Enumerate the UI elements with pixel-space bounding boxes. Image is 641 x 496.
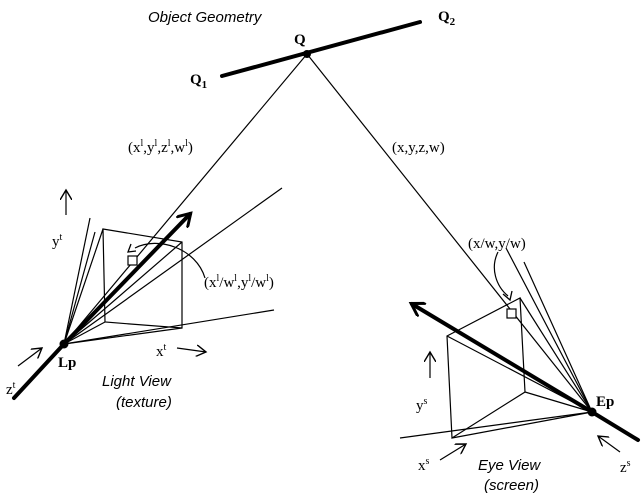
- label-zs: zs: [620, 458, 631, 476]
- object-segment: [220, 20, 422, 78]
- eye-frustum-edge: [524, 391, 593, 413]
- label-eye-view: Eye View: [478, 457, 541, 474]
- point-ep: [587, 407, 597, 417]
- label-ep: Ep: [596, 394, 614, 410]
- light-frustum-edge: [63, 241, 183, 345]
- zt-arrow: [17, 348, 42, 367]
- eye-z-axis: [590, 410, 640, 442]
- eye-homogeneous-coord: (x,y,z,w): [392, 140, 445, 156]
- ray-to-light: [63, 53, 308, 345]
- screen-sample-square: [506, 308, 517, 319]
- label-zt: zt: [6, 380, 16, 398]
- label-xt: xt: [156, 342, 167, 360]
- light-frustum-long: [63, 187, 283, 345]
- light-frustum-long: [63, 217, 91, 345]
- light-frustum-long: [63, 309, 275, 345]
- texture-plane: [102, 228, 183, 329]
- eye-proj-pointer: [493, 251, 509, 297]
- label-light-view-sub: (texture): [116, 394, 172, 411]
- screen-plane: [446, 297, 526, 440]
- label-q: Q: [294, 32, 306, 48]
- xs-arrow: [439, 444, 466, 461]
- zs-arrow: [598, 436, 621, 453]
- label-ys: ys: [416, 396, 428, 414]
- light-proj-pointer: [134, 242, 206, 279]
- eye-proj-pointer-head: [502, 290, 513, 302]
- point-lp: [59, 339, 69, 349]
- light-view-group: [12, 187, 283, 400]
- light-homogeneous-coord: (xl,yl,zl,wl): [128, 138, 193, 156]
- label-eye-view-sub: (screen): [484, 477, 539, 494]
- xt-arrow: [176, 348, 206, 352]
- label-light-view: Light View: [102, 373, 172, 390]
- light-projected-coord: (xl/wl,yl/wl): [204, 273, 274, 291]
- light-frustum-edge: [63, 228, 104, 345]
- light-frustum-edge: [63, 321, 106, 345]
- label-xs: xs: [418, 456, 430, 474]
- eye-frustum-long: [523, 261, 593, 413]
- eye-frustum-long: [505, 247, 593, 413]
- eye-frustum-edge: [519, 297, 593, 413]
- ray-to-eye: [306, 53, 593, 413]
- label-lp: Lp: [58, 355, 76, 371]
- eye-view-group: [399, 247, 640, 461]
- eye-frustum-long: [399, 411, 593, 439]
- light-frustum-edge: [63, 231, 96, 345]
- light-view-direction-arrow: [62, 214, 190, 346]
- texture-sample-square: [127, 255, 138, 266]
- title-label: Object Geometry: [148, 9, 263, 26]
- eye-frustum-edge: [451, 411, 593, 439]
- label-yt: yt: [52, 232, 63, 250]
- eye-projected-coord: (x/w,y/w): [468, 236, 526, 252]
- light-z-axis: [12, 342, 66, 400]
- label-q1: Q1: [190, 72, 207, 91]
- eye-view-direction-arrow: [412, 304, 594, 414]
- label-q2: Q2: [438, 9, 456, 28]
- light-proj-pointer-head: [127, 243, 137, 253]
